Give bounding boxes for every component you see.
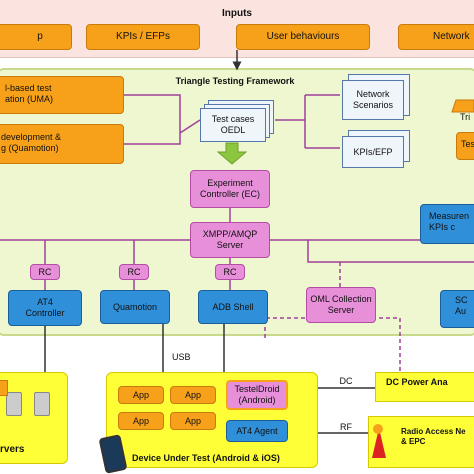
measurement-partial-box: Measuren KPIs c [420, 204, 474, 244]
rc-box-at4: RC [30, 264, 60, 280]
experiment-controller-box: Experiment Controller (EC) [190, 170, 270, 208]
tri-label: Tri [460, 112, 471, 122]
oml-dashed-right [372, 317, 401, 385]
rc-to-blue-lines [44, 280, 231, 290]
app-box-1: App [118, 386, 164, 404]
servers-box [0, 372, 68, 464]
at4-agent-box: AT4 Agent [226, 420, 288, 442]
xmpp-bus-line [0, 239, 474, 263]
app-box-4: App [170, 412, 216, 430]
antenna-icon [372, 428, 386, 458]
network-scenarios-doc: Network Scenarios [342, 80, 404, 120]
tri-shape [451, 99, 474, 113]
framework-title: Triangle Testing Framework [175, 76, 295, 86]
rc-box-adb: RC [215, 264, 245, 280]
test-partial-box: Test [456, 132, 474, 160]
rf-label: RF [340, 422, 352, 432]
oml-dashed-left [264, 317, 310, 338]
input-box-user-behaviours: User behaviours [236, 24, 370, 50]
rc-box-quamotion: RC [119, 264, 149, 280]
servers-label: rvers [0, 444, 25, 455]
inputs-title: Inputs [222, 8, 252, 19]
dc-label: DC [339, 376, 353, 386]
server-icon-1 [6, 392, 22, 416]
device-under-test-label: Device Under Test (Android & iOS) [132, 453, 280, 463]
sc-partial-box: SC Au [440, 290, 474, 328]
input-box-0: p [0, 24, 72, 50]
dc-power-analyzer-box: DC Power Ana [375, 372, 474, 402]
xmpp-amqp-server-box: XMPP/AMQP Server [190, 222, 270, 258]
rc-drop-lines [44, 240, 231, 264]
testcases-doc: Test cases OEDL [200, 108, 266, 142]
testeldroid-box: TestelDroid (Android) [226, 380, 288, 410]
kpis-efp-doc: KPIs/EFP [342, 136, 404, 168]
input-box-network: Network [398, 24, 474, 50]
oml-collection-server-box: OML Collection Server [306, 287, 376, 323]
quamotion-box: Quamotion [100, 290, 170, 324]
antenna-tip-icon [373, 424, 383, 434]
server-partial-orange [0, 380, 8, 396]
app-box-3: App [118, 412, 164, 430]
app-box-2: App [170, 386, 216, 404]
quamotion-dev-box: development & g (Quamotion) [0, 124, 124, 164]
adb-shell-box: ADB Shell [198, 290, 268, 324]
input-box-kpis-efps: KPIs / EFPs [86, 24, 200, 50]
uma-box: l-based test ation (UMA) [0, 76, 124, 114]
left-to-testcases-line [124, 94, 201, 145]
usb-label: USB [172, 352, 191, 362]
testcases-to-right-line [275, 94, 340, 149]
green-down-arrow [216, 142, 248, 165]
server-icon-2 [34, 392, 50, 416]
at4-controller-box: AT4 Controller [8, 290, 82, 326]
